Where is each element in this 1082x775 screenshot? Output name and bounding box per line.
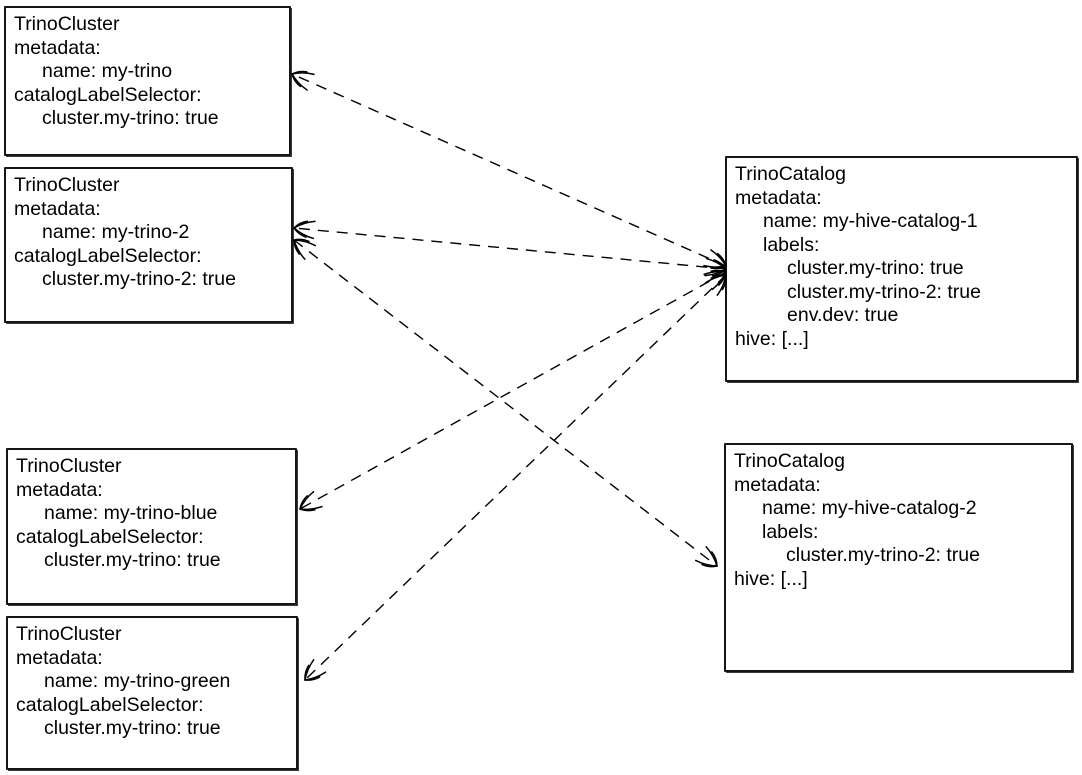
- node-text-line: name: my-hive-catalog-2: [762, 497, 977, 519]
- edge-catalog1-cluster3: [299, 269, 727, 512]
- edge-catalog1-cluster2: [293, 220, 727, 277]
- node-text-line: catalogLabelSelector:: [16, 693, 204, 716]
- node-trinocluster-my-trino-blue[interactable]: TrinoCluster metadata: name: my-trino-bl…: [6, 448, 297, 605]
- node-text-line: labels:: [763, 233, 820, 256]
- node-text-line: TrinoCatalog: [734, 450, 845, 472]
- edge-catalog1-cluster4: [304, 274, 727, 681]
- node-text-line: labels:: [762, 520, 819, 543]
- node-text-line: metadata:: [735, 186, 822, 209]
- node-text-line: TrinoCluster: [14, 174, 120, 196]
- node-text-line: TrinoCluster: [16, 623, 122, 645]
- node-text-line: name: my-hive-catalog-1: [763, 210, 978, 232]
- node-trinocluster-my-trino-green[interactable]: TrinoCluster metadata: name: my-trino-gr…: [6, 616, 298, 770]
- node-trinocluster-my-trino[interactable]: TrinoCluster metadata: name: my-trino ca…: [4, 6, 291, 156]
- node-text-line: metadata:: [14, 36, 101, 59]
- node-text-line: name: my-trino-green: [44, 670, 231, 692]
- node-text-line: metadata:: [14, 197, 101, 220]
- edge-cluster2-catalog2: [293, 238, 718, 568]
- node-text-line: TrinoCatalog: [735, 163, 846, 185]
- node-text-line: name: my-trino-2: [42, 221, 190, 243]
- node-text-line: cluster.my-trino-2: true: [787, 280, 981, 303]
- node-text-line: metadata:: [734, 473, 821, 496]
- node-text-line: cluster.my-trino-2: true: [42, 268, 236, 290]
- node-text-line: name: my-trino-blue: [44, 502, 218, 524]
- node-text-line: catalogLabelSelector:: [14, 83, 202, 106]
- node-text-line: name: my-trino: [42, 60, 173, 82]
- node-text-line: metadata:: [16, 478, 103, 501]
- node-trinocluster-my-trino-2[interactable]: TrinoCluster metadata: name: my-trino-2 …: [4, 167, 293, 323]
- node-text-line: catalogLabelSelector:: [16, 525, 204, 548]
- node-text-line: cluster.my-trino: true: [787, 257, 964, 279]
- node-text-line: env.dev: true: [787, 304, 899, 326]
- node-text-line: hive: [...]: [734, 567, 808, 590]
- edge-catalog1-cluster1: [291, 70, 727, 270]
- node-text-line: cluster.my-trino-2: true: [786, 544, 980, 566]
- node-text-line: cluster.my-trino: true: [44, 717, 221, 739]
- node-text-line: TrinoCluster: [14, 13, 120, 35]
- node-text-line: cluster.my-trino: true: [42, 107, 219, 129]
- node-text-line: cluster.my-trino: true: [44, 549, 221, 571]
- node-text-line: metadata:: [16, 646, 103, 669]
- node-trinocatalog-my-hive-catalog-1[interactable]: TrinoCatalog metadata: name: my-hive-cat…: [725, 156, 1078, 382]
- node-trinocatalog-my-hive-catalog-2[interactable]: TrinoCatalog metadata: name: my-hive-cat…: [724, 443, 1073, 672]
- node-text-line: catalogLabelSelector:: [14, 244, 202, 267]
- node-text-line: TrinoCluster: [16, 455, 122, 477]
- node-text-line: hive: [...]: [735, 327, 809, 350]
